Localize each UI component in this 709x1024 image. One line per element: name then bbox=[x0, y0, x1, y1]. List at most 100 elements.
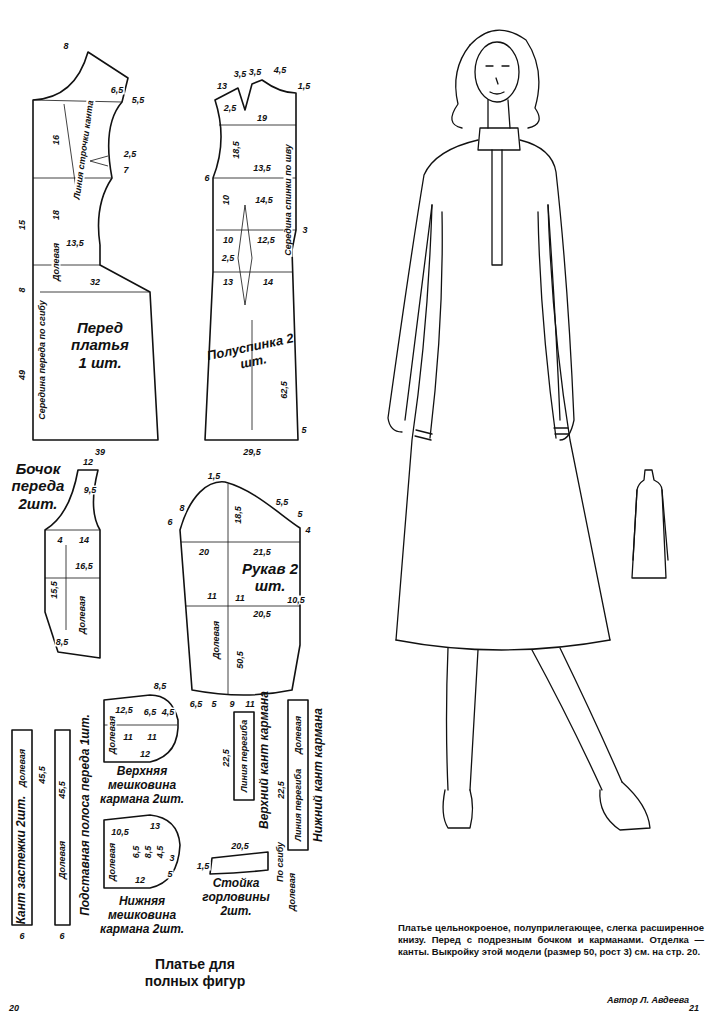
dimension-label: 6,5 bbox=[132, 845, 141, 860]
dimension-label: 1,5 bbox=[297, 82, 312, 91]
dimension-label: 18,5 bbox=[234, 505, 243, 525]
dimension-label: 49 bbox=[18, 369, 27, 381]
dimension-label: 13,5 bbox=[252, 164, 272, 173]
dimension-label: 2,5 bbox=[223, 104, 238, 113]
dimension-label: Долевая bbox=[212, 620, 221, 660]
pattern-piece: Нижний кант кармана bbox=[284, 690, 330, 855]
dimension-label: 3,5 bbox=[233, 70, 248, 79]
dimension-label: 13,5 bbox=[65, 239, 85, 248]
dimension-label: 16,5 bbox=[74, 562, 94, 571]
dimension-label: 3 bbox=[168, 854, 175, 863]
construction-line bbox=[213, 125, 296, 430]
dimension-label: 4,5 bbox=[156, 845, 165, 860]
dimension-label: 8,5 bbox=[144, 845, 153, 860]
piece-name: Нижняя мешковина кармана 2шт. bbox=[98, 895, 186, 936]
dimension-label: 7 bbox=[122, 166, 129, 175]
dimension-label: 21 bbox=[688, 1004, 700, 1013]
dimension-label: 8,5 bbox=[153, 682, 168, 691]
dimension-label: 8 bbox=[178, 504, 185, 513]
dimension-label: Автор Л. Авдеева bbox=[606, 996, 690, 1005]
dimension-label: 20 bbox=[198, 548, 210, 557]
piece-name: Верхняя мешковина кармана 2шт. bbox=[98, 765, 186, 806]
dimension-label: 12 bbox=[82, 458, 94, 467]
dimension-label: Долевая bbox=[78, 595, 87, 635]
pattern-piece: Стойка горловины 2шт. bbox=[186, 840, 286, 922]
piece-contour bbox=[205, 80, 298, 440]
piece-contour bbox=[104, 815, 180, 888]
dimension-label: Середина переда по сгибу bbox=[38, 299, 47, 420]
dimension-label: Линия перегиба bbox=[240, 719, 249, 793]
piece-contour bbox=[12, 730, 32, 925]
dimension-label: 11 bbox=[234, 594, 245, 603]
dimension-label: 16 bbox=[52, 134, 61, 146]
dimension-label: 10 bbox=[222, 236, 234, 245]
dimension-label: 12,5 bbox=[256, 236, 276, 245]
dimension-label: 14,5 bbox=[254, 196, 274, 205]
dimension-label: 4 bbox=[56, 536, 63, 545]
dimension-label: 8 bbox=[18, 286, 27, 293]
dimension-label: 5,5 bbox=[131, 96, 146, 105]
dimension-label: 13 bbox=[149, 822, 161, 831]
dimension-label: Долевая bbox=[294, 715, 303, 755]
piece-contour bbox=[210, 852, 268, 874]
dimension-label: 5 bbox=[166, 870, 173, 879]
piece-name: Нижний кант кармана bbox=[312, 708, 326, 842]
dimension-label: 12 bbox=[139, 750, 151, 759]
dimension-label: 5,5 bbox=[275, 498, 290, 507]
dimension-label: 62,5 bbox=[280, 380, 289, 400]
dimension-label: Долевая bbox=[52, 242, 61, 282]
dimension-label: 20 bbox=[8, 1004, 20, 1013]
dimension-label: 4,5 bbox=[273, 66, 288, 75]
dimension-label: 11 bbox=[206, 592, 217, 601]
dimension-label: Середина спинки по шву bbox=[284, 143, 293, 257]
dimension-label: 3 bbox=[301, 226, 308, 235]
dimension-label: 12 bbox=[134, 876, 146, 885]
construction-line bbox=[45, 530, 100, 630]
piece-name: Рукав 2 шт. bbox=[238, 560, 302, 595]
dimension-label: 13 bbox=[222, 278, 234, 287]
piece-name: Кант застежки 2шт. bbox=[15, 796, 29, 925]
dimension-label: Линия строчки канта bbox=[72, 99, 95, 201]
piece-name: Стойка горловины 2шт. bbox=[189, 877, 283, 918]
dimension-label: 6 bbox=[58, 932, 65, 941]
dimension-label: 10,5 bbox=[286, 596, 306, 605]
piece-contour bbox=[288, 700, 308, 850]
dimension-label: 4,5 bbox=[161, 708, 176, 717]
dimension-label: Долевая bbox=[18, 748, 27, 788]
dimension-label: 6,5 bbox=[143, 708, 158, 717]
dimension-label: 10 bbox=[222, 194, 231, 206]
dimension-label: 8 bbox=[62, 42, 69, 51]
dimension-label: 21,5 bbox=[252, 548, 272, 557]
dimension-label: 6,5 bbox=[110, 86, 125, 95]
dimension-label: 9 bbox=[228, 700, 235, 709]
dimension-label: 5 bbox=[300, 426, 307, 435]
dimension-label: Долевая bbox=[288, 872, 297, 912]
page-title: Платье для полных фигур bbox=[125, 956, 265, 990]
dimension-label: 11 bbox=[244, 700, 255, 709]
dimension-label: 6,5 bbox=[189, 700, 204, 709]
dimension-label: 1,5 bbox=[207, 472, 222, 481]
dimension-label: 5 bbox=[296, 510, 303, 519]
dimension-label: 13 bbox=[216, 82, 228, 91]
piece-contour bbox=[55, 730, 70, 925]
caption: Платье цельнокроеное, полуприлегающее, с… bbox=[398, 922, 704, 958]
dimension-label: 22,5 bbox=[277, 780, 286, 800]
dimension-label: 2,5 bbox=[221, 254, 236, 263]
dimension-label: 15,5 bbox=[50, 580, 59, 600]
dimension-label: 32 bbox=[89, 278, 101, 287]
pattern-piece: Подставная полоса переда 1шт. bbox=[52, 710, 98, 930]
dimension-label: 5 bbox=[210, 700, 217, 709]
dimension-label: 20,5 bbox=[252, 610, 272, 619]
dimension-label: 22,5 bbox=[222, 748, 231, 768]
dimension-label: 1,5 bbox=[196, 862, 211, 871]
dimension-label: 29,5 bbox=[242, 448, 262, 457]
dimension-label: 12,5 bbox=[114, 706, 134, 715]
dimension-label: 18 bbox=[52, 209, 61, 221]
dimension-label: 11 bbox=[122, 733, 133, 742]
piece-name: Подставная полоса переда 1шт. bbox=[79, 714, 93, 916]
dimension-label: Долевая bbox=[108, 842, 117, 882]
piece-contour bbox=[104, 695, 178, 762]
dimension-label: 45,5 bbox=[38, 765, 47, 785]
